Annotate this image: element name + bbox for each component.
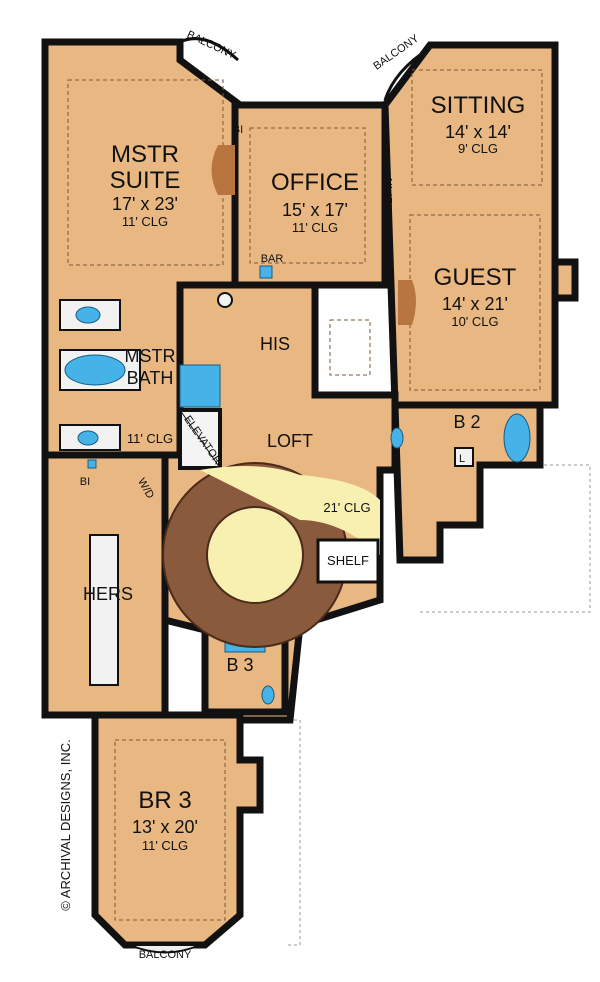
sitting-ceiling — [411, 69, 543, 186]
office-ceiling — [249, 127, 366, 264]
balcony-bottom — [129, 944, 201, 954]
bathtub-icon — [64, 354, 126, 386]
built-in-label: BUILT IN — [383, 178, 395, 222]
master-bath-name-1: MSTR — [125, 346, 176, 366]
master-bath-name-2: BATH — [127, 368, 174, 388]
sink-icon — [77, 430, 99, 446]
master-suite-name-1: MSTR — [111, 141, 179, 168]
copyright-text: © ARCHIVAL DESIGNS, INC. — [58, 739, 73, 910]
hall-ceiling — [329, 319, 371, 376]
master-suite-ceiling: 11' CLG — [122, 214, 168, 229]
balcony-left — [179, 37, 240, 62]
office-room — [231, 101, 389, 289]
sitting-guest-room — [381, 41, 559, 409]
balcony-left-label: BALCONY — [185, 29, 238, 62]
office-name: OFFICE — [271, 169, 359, 196]
br3-room — [91, 711, 264, 949]
elevator-cross — [179, 409, 221, 469]
bar-label: BAR — [261, 253, 284, 265]
his-name: HIS — [260, 334, 290, 354]
balcony-bottom-label: BALCONY — [139, 949, 192, 961]
shelf-label: SHELF — [327, 553, 369, 568]
bi-top-label: BI — [233, 124, 243, 136]
loft-name: LOFT — [267, 431, 313, 451]
master-suite-size: 17' x 23' — [112, 194, 178, 214]
b3-sink-icon — [261, 685, 275, 705]
br3-ceiling: 11' CLG — [142, 838, 188, 853]
master-bath-ceiling: 11' CLG — [127, 431, 173, 446]
office-ceiling: 11' CLG — [292, 220, 338, 235]
b3-name: B 3 — [226, 655, 253, 675]
shower-icon — [179, 364, 221, 408]
toilet-icon — [217, 292, 233, 308]
b2-name: B 2 — [453, 412, 480, 432]
sink-icon — [75, 306, 101, 324]
bi-hers-label: BI — [80, 476, 90, 488]
sitting-name: SITTING — [431, 92, 526, 119]
br3-name: BR 3 — [138, 787, 191, 814]
hers-name: HERS — [83, 584, 133, 604]
b2-tub-icon — [503, 413, 531, 463]
exterior-outline-lower — [240, 719, 301, 946]
stair-well — [206, 506, 304, 604]
balcony-right — [383, 46, 431, 101]
fireplace-master — [211, 145, 235, 195]
guest-name: GUEST — [434, 264, 517, 291]
linen-label: L — [459, 453, 465, 465]
guest-bay — [551, 258, 579, 302]
bar-sink-icon — [259, 265, 273, 279]
sitting-ceiling: 9' CLG — [458, 141, 498, 156]
br3-ceiling — [114, 739, 226, 921]
b2-room — [391, 401, 544, 564]
guest-size: 14' x 21' — [442, 294, 508, 314]
loft-ceiling: 21' CLG — [323, 500, 370, 515]
fireplace-guest — [398, 280, 416, 325]
linen-closet — [454, 447, 474, 467]
exterior-outline — [400, 464, 591, 613]
shelf-area — [316, 538, 380, 584]
sitting-size: 14' x 14' — [445, 122, 511, 142]
office-size: 15' x 17' — [282, 200, 348, 220]
guest-ceiling — [409, 214, 541, 391]
br3-size: 13' x 20' — [132, 817, 198, 837]
open-to-below — [200, 466, 380, 555]
master-suite-name-2: SUITE — [110, 167, 181, 194]
hers-island — [89, 534, 119, 686]
guest-ceiling: 10' CLG — [451, 314, 498, 329]
b2-sink-icon — [390, 427, 404, 449]
bi-fixture — [87, 459, 97, 469]
